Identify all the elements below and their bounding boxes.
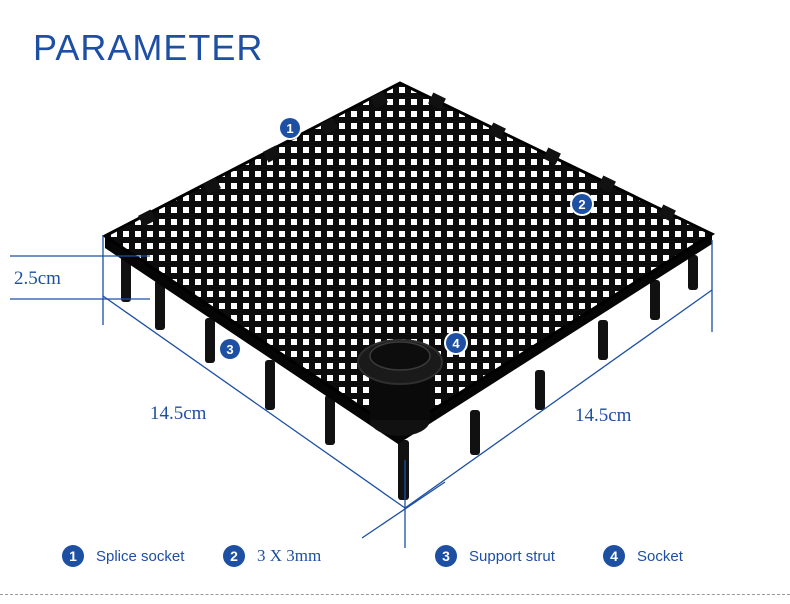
legend-badge: 2	[223, 545, 245, 567]
legend-item-socket: 4 Socket	[603, 545, 683, 567]
height-dimension-label: 2.5cm	[14, 268, 61, 289]
legend-badge: 3	[435, 545, 457, 567]
legend-item-splice-socket: 1 Splice socket	[62, 545, 184, 567]
left-width-dimension-label: 14.5cm	[150, 403, 207, 424]
legend-badge: 4	[603, 545, 625, 567]
page-title: PARAMETER	[33, 27, 264, 68]
socket	[357, 339, 443, 436]
legend-label: 3 X 3mm	[257, 546, 322, 565]
legend-label: Support strut	[469, 547, 555, 565]
plate-grid	[102, 81, 716, 434]
right-width-dimension-label: 14.5cm	[575, 405, 632, 426]
bottom-divider	[0, 594, 790, 595]
legend-badge: 1	[62, 545, 84, 567]
badge-support-strut: 3	[220, 339, 240, 359]
legend-label: Splice socket	[96, 547, 185, 565]
badge-hole-size: 2	[572, 194, 592, 214]
badge-splice-socket: 1	[280, 118, 300, 138]
legend-item-hole-size: 2 3 X 3mm	[223, 545, 321, 567]
dimension-lines	[10, 235, 713, 548]
splice-tabs	[138, 91, 676, 227]
support-struts	[121, 252, 698, 500]
legend-item-support-strut: 3 Support strut	[435, 545, 555, 567]
legend-label: Socket	[637, 547, 683, 565]
badge-socket: 4	[446, 333, 466, 353]
